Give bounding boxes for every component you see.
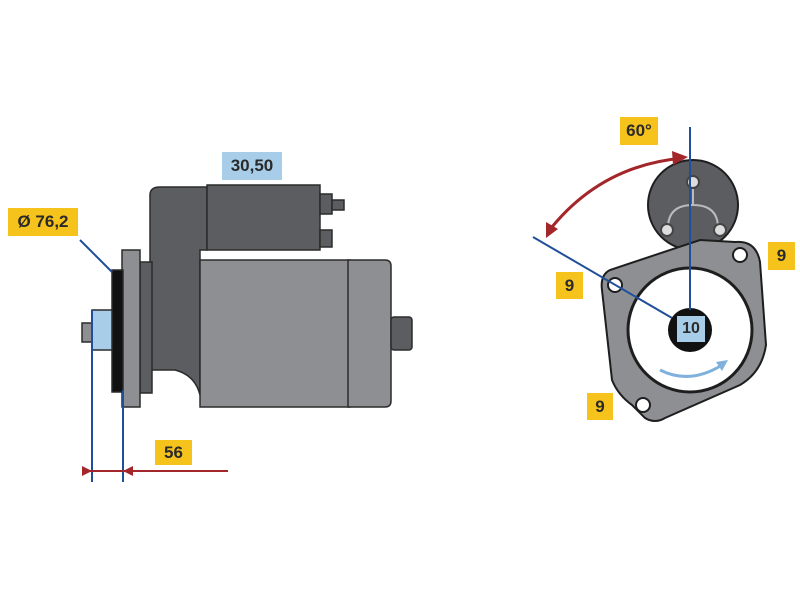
angled-axis-line [532, 236, 673, 319]
arrow-head-icon [123, 466, 133, 476]
angle-arc [546, 156, 685, 233]
side-dimensions [79, 239, 228, 482]
cap-screw [686, 175, 700, 189]
drive-housing [139, 261, 153, 394]
hole-label-left: 9 [556, 272, 583, 299]
rotation-arrow [659, 363, 723, 378]
terminal-upper [319, 193, 333, 215]
weight-label: 30,50 [222, 152, 282, 180]
diameter-leader [79, 239, 113, 273]
terminal-upper-pin [331, 199, 345, 211]
mounting-flange [121, 249, 141, 408]
mounting-hole-bottom [635, 397, 651, 413]
rear-shaft [390, 316, 413, 351]
cap-screw [660, 223, 674, 237]
gasket [111, 269, 124, 393]
angle-label: 60° [620, 117, 658, 145]
terminal-lower [319, 229, 333, 248]
hole-label-bottom: 9 [587, 393, 613, 420]
pinion-gear [91, 309, 113, 351]
shaft-tip [81, 322, 93, 343]
solenoid [206, 184, 321, 251]
starter-side-view [81, 184, 413, 408]
end-cap [347, 259, 392, 408]
teeth-count-label: 10 [677, 316, 705, 342]
motor-body [199, 259, 351, 408]
solenoid-bracket [149, 186, 208, 396]
arrow-head-icon [546, 222, 558, 238]
mounting-hole-right [732, 247, 748, 263]
arrow-head-icon [672, 151, 688, 165]
front-dimensions [532, 127, 691, 319]
rotation-arrow-head-icon [716, 360, 728, 371]
cap-screw [713, 223, 727, 237]
length-label: 56 [155, 440, 192, 465]
hole-label-right: 9 [768, 242, 795, 270]
arrow-head-icon [82, 466, 92, 476]
diameter-label: Ø 76,2 [8, 208, 78, 236]
